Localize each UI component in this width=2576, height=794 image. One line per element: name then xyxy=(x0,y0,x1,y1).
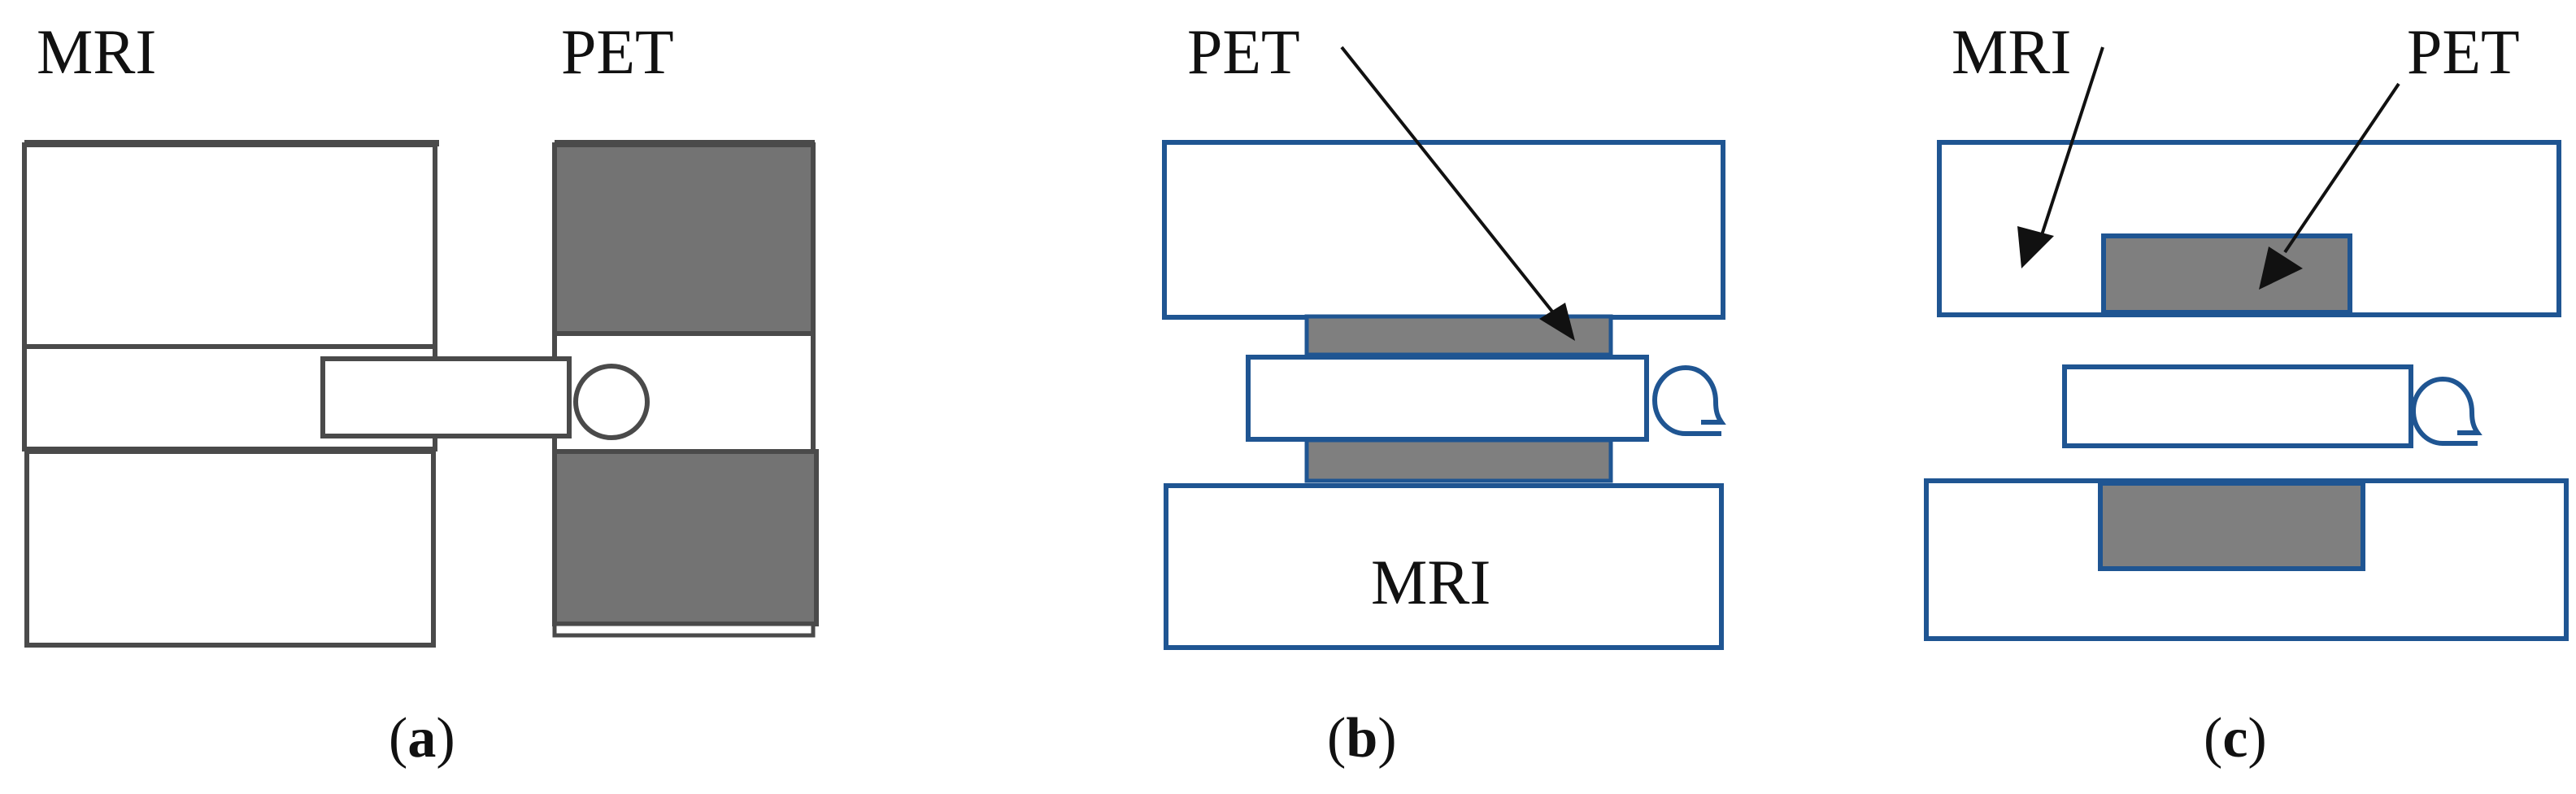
arrowhead-icon xyxy=(2017,226,2054,268)
panel-c-pet-label: PET xyxy=(2407,16,2520,87)
panel-a-mri-label: MRI xyxy=(37,16,156,87)
pet-lower-detector xyxy=(552,449,819,626)
arrowhead-icon xyxy=(1539,303,1575,341)
panel-c: MRI PET (c) xyxy=(1924,16,2569,770)
panel-b-pet-arrow-line xyxy=(1340,46,1567,329)
patient-head xyxy=(573,364,650,440)
mri-lower-block xyxy=(24,449,436,648)
panel-b-pet-label: PET xyxy=(1187,16,1300,87)
pet-upper-detector xyxy=(552,142,816,336)
pet-upper-detector xyxy=(2101,233,2352,315)
patient-bed xyxy=(320,356,572,438)
rf-coil-icon xyxy=(2410,376,2482,446)
panel-a-pet-ring xyxy=(552,140,819,638)
mri-upper-block xyxy=(22,142,437,349)
panel-a-pet-label: PET xyxy=(561,16,674,87)
pet-lower-detector xyxy=(1304,438,1613,483)
panel-a: MRI PET (a) xyxy=(22,16,819,770)
panel-b-caption: (b) xyxy=(1327,707,1397,770)
panel-c-mri-label: MRI xyxy=(1952,16,2071,87)
arrowhead-icon xyxy=(2259,246,2303,290)
panel-a-mri-magnet xyxy=(22,140,439,648)
pet-lower-detector xyxy=(2098,481,2365,571)
pet-base xyxy=(552,622,816,638)
patient-bed xyxy=(1246,355,1649,442)
rf-coil-icon xyxy=(1651,364,1726,436)
mri-upper-block xyxy=(1162,140,1725,320)
panel-c-mri-arrow-line xyxy=(2038,46,2104,243)
panel-b: PET MRI (b) xyxy=(1162,16,1726,770)
mri-lower-block xyxy=(1164,483,1724,650)
patient-bed xyxy=(2062,364,2413,448)
panel-b-mri-label: MRI xyxy=(1371,547,1490,617)
panel-c-pet-arrow-line xyxy=(2283,82,2400,254)
panel-a-caption: (a) xyxy=(389,707,455,770)
panel-c-caption: (c) xyxy=(2204,707,2267,770)
